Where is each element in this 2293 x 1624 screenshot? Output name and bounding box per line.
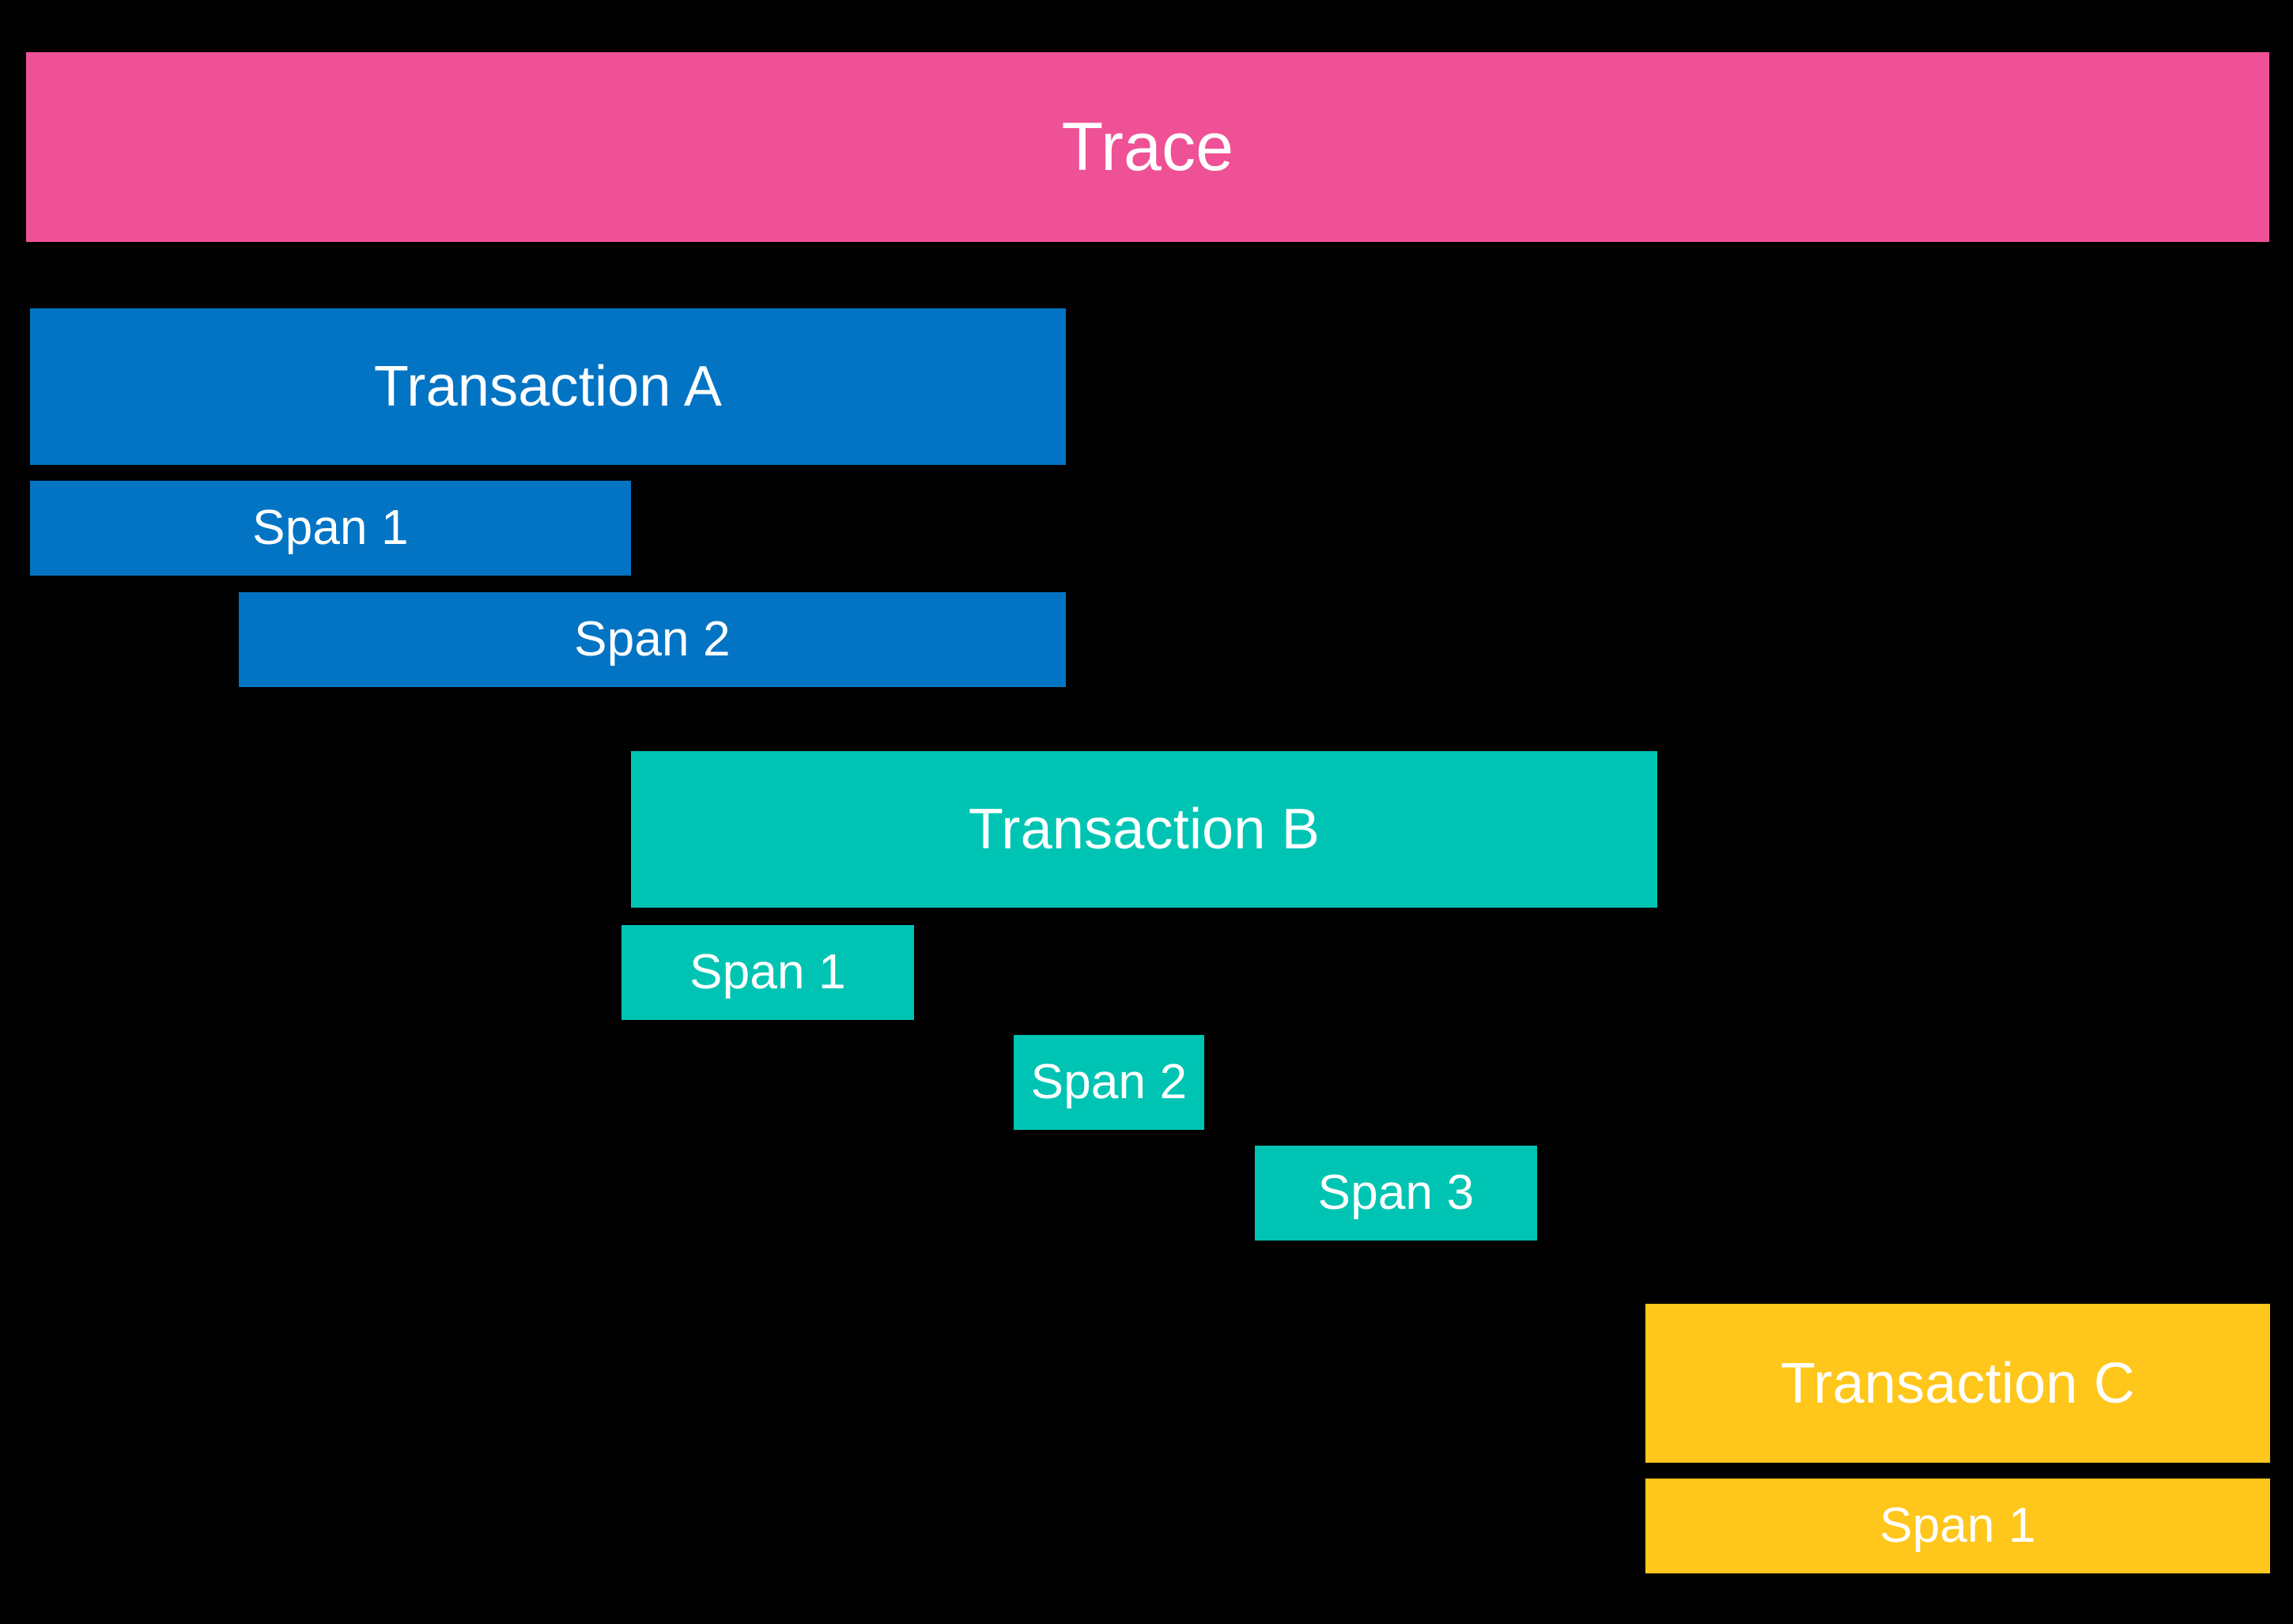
bar-transaction-c-span-1[interactable]: Span 1 bbox=[1645, 1479, 2270, 1573]
bar-transaction-b[interactable]: Transaction B bbox=[631, 751, 1657, 908]
bar-transaction-b-span-2[interactable]: Span 2 bbox=[1014, 1035, 1204, 1130]
transaction-a-label: Transaction A bbox=[373, 355, 723, 418]
bar-transaction-a-span-1[interactable]: Span 1 bbox=[30, 481, 631, 576]
transaction-c-span-1-label: Span 1 bbox=[1879, 1498, 2036, 1553]
transaction-b-span-1-label: Span 1 bbox=[689, 945, 846, 999]
transaction-b-label: Transaction B bbox=[968, 798, 1320, 861]
bar-transaction-c[interactable]: Transaction C bbox=[1645, 1304, 2270, 1463]
transaction-c-label: Transaction C bbox=[1780, 1351, 2136, 1415]
bar-transaction-b-span-1[interactable]: Span 1 bbox=[621, 925, 914, 1020]
bar-transaction-b-span-3[interactable]: Span 3 bbox=[1255, 1146, 1537, 1241]
bar-transaction-a[interactable]: Transaction A bbox=[30, 308, 1066, 465]
trace-label: Trace bbox=[1061, 109, 1234, 185]
transaction-b-span-3-label: Span 3 bbox=[1317, 1165, 1475, 1220]
bar-trace[interactable]: Trace bbox=[26, 52, 2269, 242]
transaction-a-span-2-label: Span 2 bbox=[574, 612, 731, 667]
bar-transaction-a-span-2[interactable]: Span 2 bbox=[239, 592, 1066, 687]
transaction-b-span-2-label: Span 2 bbox=[1030, 1055, 1188, 1109]
transaction-a-span-1-label: Span 1 bbox=[252, 500, 409, 555]
